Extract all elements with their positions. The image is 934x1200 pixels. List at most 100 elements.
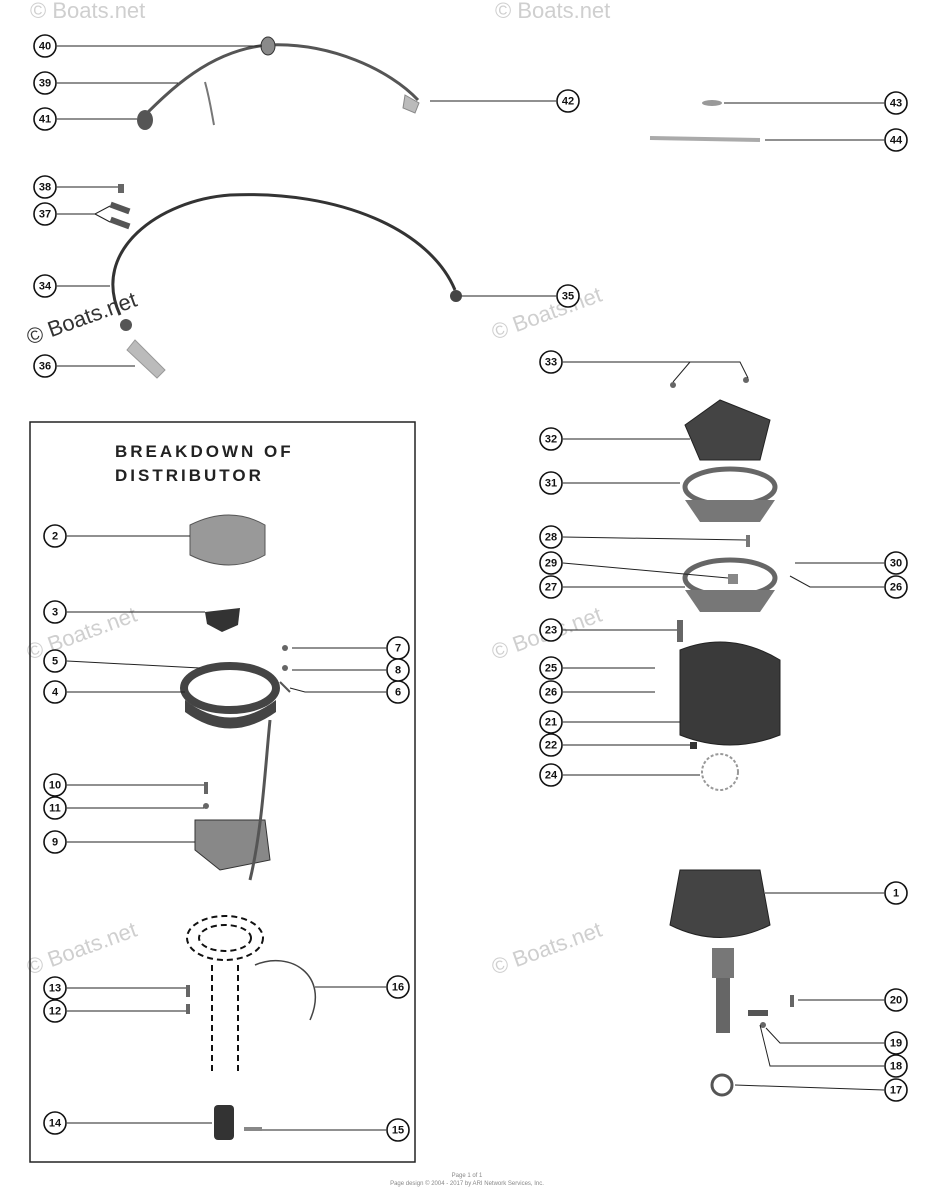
callout-number: 2 <box>52 531 58 543</box>
callout-circle <box>43 680 67 704</box>
callout-number: 17 <box>890 1085 902 1097</box>
callout-14: 14 <box>43 1111 67 1135</box>
callout-number: 27 <box>545 582 557 594</box>
callout-circle <box>33 202 57 226</box>
callout-number: 6 <box>395 687 401 699</box>
callout-circle <box>539 525 563 549</box>
callout-7: 7 <box>386 636 410 660</box>
callout-9: 9 <box>43 830 67 854</box>
callout-28: 28 <box>539 525 563 549</box>
callout-circle <box>539 656 563 680</box>
callout-number: 26 <box>545 687 557 699</box>
part-43-shape <box>702 100 722 106</box>
callout-circle <box>556 89 580 113</box>
callout-leader-line <box>57 205 111 215</box>
callout-circle <box>43 649 67 673</box>
cap-assembly-right <box>670 377 781 791</box>
callout-circle <box>33 274 57 298</box>
callout-18: 18 <box>884 1054 908 1078</box>
wire-harness-top <box>137 36 420 130</box>
callout-37: 37 <box>33 202 57 226</box>
watermark: © Boats.net <box>23 917 140 980</box>
callout-circle <box>33 71 57 95</box>
callout-circle <box>33 175 57 199</box>
callout-circle <box>43 600 67 624</box>
callout-4: 4 <box>43 680 67 704</box>
callout-number: 21 <box>545 717 557 729</box>
callout-12: 12 <box>43 999 67 1023</box>
callout-circle <box>43 1111 67 1135</box>
callout-3: 3 <box>43 600 67 624</box>
callout-circle <box>386 658 410 682</box>
callout-30: 30 <box>884 551 908 575</box>
callout-36: 36 <box>33 354 57 378</box>
callout-number: 42 <box>562 96 574 108</box>
callout-number: 37 <box>39 209 51 221</box>
callout-34: 34 <box>33 274 57 298</box>
callout-40: 40 <box>33 34 57 58</box>
callout-leader-line <box>759 1024 884 1067</box>
callout-15: 15 <box>386 1118 410 1142</box>
watermark: © Boats.net <box>30 0 145 23</box>
callout-number: 11 <box>49 803 61 815</box>
callout-number: 33 <box>545 357 557 369</box>
callout-circle <box>539 427 563 451</box>
callout-circle <box>884 551 908 575</box>
callout-circle <box>539 471 563 495</box>
callout-circle <box>43 999 67 1023</box>
callout-24: 24 <box>539 763 563 787</box>
callout-leader-line <box>94 213 111 223</box>
callout-circle <box>33 34 57 58</box>
callout-5: 5 <box>43 649 67 673</box>
callout-number: 5 <box>52 656 58 668</box>
callout-number: 25 <box>545 663 557 675</box>
callout-number: 14 <box>49 1118 62 1130</box>
distributor-assembly <box>669 869 794 1097</box>
callout-leader-line <box>563 361 749 379</box>
callout-circle <box>539 350 563 374</box>
callout-circle <box>386 1118 410 1142</box>
callout-circle <box>884 128 908 152</box>
callout-circle <box>556 284 580 308</box>
watermark: © Boats.net <box>488 282 605 345</box>
callout-13: 13 <box>43 976 67 1000</box>
callout-35: 35 <box>556 284 580 308</box>
breakdown-frame <box>29 421 416 1163</box>
callout-circle <box>884 575 908 599</box>
callout-number: 43 <box>890 98 902 110</box>
callout-circle <box>539 618 563 642</box>
callout-leader-line <box>672 361 691 383</box>
callout-leader-line <box>66 660 201 669</box>
callout-number: 44 <box>890 135 903 147</box>
callout-number: 3 <box>52 607 58 619</box>
callout-25: 25 <box>539 656 563 680</box>
callout-circle <box>884 1054 908 1078</box>
callout-31: 31 <box>539 471 563 495</box>
callout-number: 16 <box>392 982 404 994</box>
watermark: © Boats.net <box>488 917 605 980</box>
cable-34-shape <box>109 184 462 379</box>
callout-number: 30 <box>890 558 902 570</box>
callout-number: 8 <box>395 665 401 677</box>
part-44-shape <box>649 136 761 142</box>
callout-circle <box>43 976 67 1000</box>
callout-leader-line <box>789 575 884 588</box>
callout-circle <box>539 763 563 787</box>
callout-number: 29 <box>545 558 557 570</box>
callout-circle <box>539 710 563 734</box>
breakdown-title-line-2: DISTRIBUTOR <box>115 466 264 485</box>
callout-20: 20 <box>884 988 908 1012</box>
callout-circle <box>43 830 67 854</box>
callout-10: 10 <box>43 773 67 797</box>
callout-number: 34 <box>39 281 52 293</box>
callout-number: 39 <box>39 78 51 90</box>
callout-circle <box>884 1031 908 1055</box>
callout-number: 38 <box>39 182 51 194</box>
callout-circle <box>43 773 67 797</box>
callout-leader-line <box>765 1027 884 1044</box>
callout-number: 31 <box>545 478 557 490</box>
callout-19: 19 <box>884 1031 908 1055</box>
callout-leader-line <box>562 562 729 579</box>
callout-29: 29 <box>539 551 563 575</box>
